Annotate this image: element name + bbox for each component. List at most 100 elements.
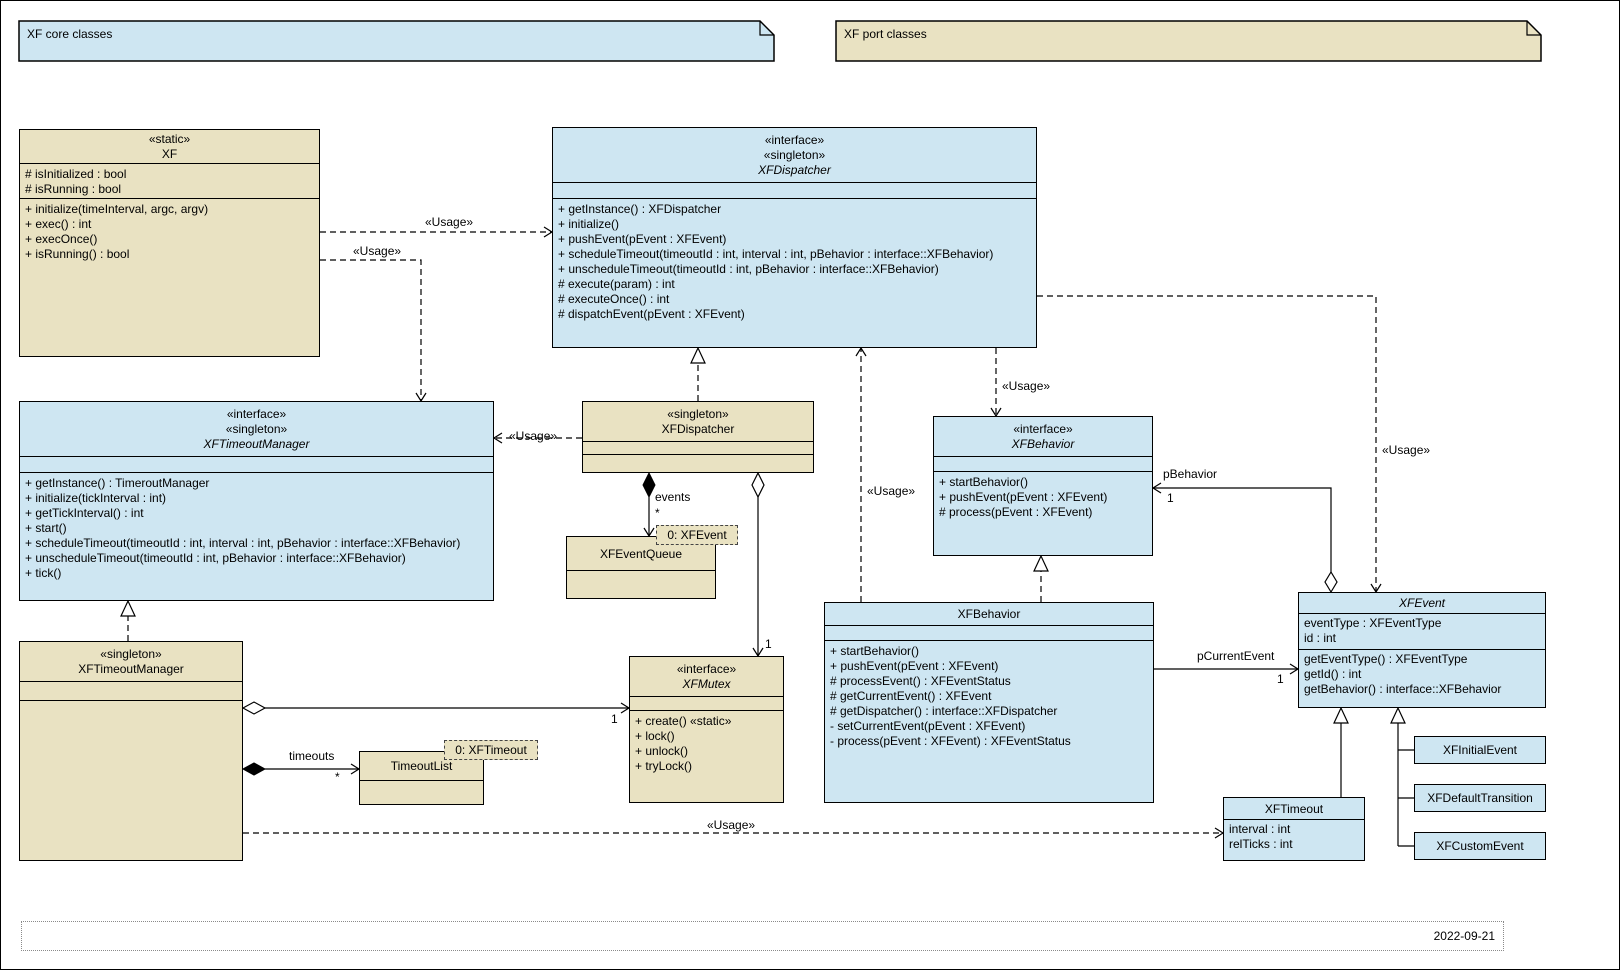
class-xfevent: XFEvent eventType : XFEventType id : int…	[1298, 592, 1546, 708]
class-name: XFEvent	[1398, 596, 1446, 610]
method: + initialize()	[558, 217, 620, 231]
method: + getInstance() : XFDispatcher	[558, 202, 722, 216]
method: + scheduleTimeout(timeoutId : int, inter…	[25, 536, 461, 550]
class-xfdispatcher-singleton: «singleton» XFDispatcher	[582, 401, 814, 473]
method: + isRunning() : bool	[25, 247, 130, 261]
stereotype: «interface»	[226, 406, 287, 421]
usage-label: «Usage»	[1002, 379, 1051, 393]
class-xfdefaulttransition: XFDefaultTransition	[1414, 784, 1546, 812]
method: + getInstance() : TimeroutManager	[25, 476, 210, 490]
multiplicity-label: 1	[1277, 672, 1284, 686]
method: + unlock()	[635, 744, 689, 758]
class-xftimeoutmanager-interface: «interface» «singleton» XFTimeoutManager…	[19, 401, 494, 601]
triangle-arrowheads	[120, 346, 1406, 724]
attribute: id : int	[1304, 631, 1337, 645]
class-xfdispatcher-interface: «interface» «singleton» XFDispatcher + g…	[552, 127, 1037, 348]
usage-label: «Usage»	[867, 484, 916, 498]
method: # execute(param) : int	[558, 277, 675, 291]
usage-label: «Usage»	[425, 215, 474, 229]
multiplicity-label: 1	[611, 712, 618, 726]
usage-label: «Usage»	[707, 818, 756, 832]
class-xfbehavior-interface: «interface» XFBehavior + startBehavior()…	[933, 416, 1153, 556]
method: + startBehavior()	[939, 475, 1029, 489]
attribute: interval : int	[1229, 822, 1291, 836]
method: + getTickInterval() : int	[25, 506, 144, 520]
stereotype: «interface»	[764, 132, 825, 147]
class-name: XFBehavior	[957, 607, 1021, 621]
class-timeoutlist: TimeoutList	[359, 751, 484, 805]
object-note-xfevent: 0: XFEvent	[656, 525, 738, 545]
class-xftimeoutmanager-singleton: «singleton» XFTimeoutManager	[19, 641, 243, 861]
method: + tryLock()	[635, 759, 693, 773]
class-name: XFCustomEvent	[1436, 839, 1524, 853]
class-xf-stereotype: «static»	[148, 131, 191, 146]
class-name: XFInitialEvent	[1442, 743, 1518, 757]
class-name: XFEventQueue	[599, 546, 683, 561]
method: getBehavior() : interface::XFBehavior	[1304, 682, 1502, 696]
usage-dependency-lines	[243, 231, 1377, 834]
role-label-pbehavior: pBehavior	[1163, 467, 1218, 481]
method: + pushEvent(pEvent : XFEvent)	[830, 659, 999, 673]
usage-label: «Usage»	[1382, 443, 1431, 457]
usage-label: «Usage»	[353, 244, 402, 258]
stereotype: «interface»	[1013, 421, 1073, 436]
class-xfinitialevent: XFInitialEvent	[1414, 736, 1546, 764]
class-xfbehavior: XFBehavior + startBehavior() + pushEvent…	[824, 602, 1154, 803]
method: # processEvent() : XFEventStatus	[830, 674, 1011, 688]
role-label-pcurrentevent: pCurrentEvent	[1197, 649, 1275, 663]
method: - process(pEvent : XFEvent) : XFEventSta…	[830, 734, 1071, 748]
attribute: relTicks : int	[1229, 837, 1293, 851]
multiplicity-label: *	[655, 506, 660, 520]
stereotype: «singleton»	[100, 646, 162, 661]
method: # getCurrentEvent() : XFEvent	[830, 689, 992, 703]
note-port-shape	[835, 20, 1542, 62]
class-xftimeout: XFTimeout interval : int relTicks : int	[1223, 797, 1365, 861]
class-name: XFMutex	[682, 676, 731, 691]
method: + scheduleTimeout(timeoutId : int, inter…	[558, 247, 994, 261]
role-label-timeouts: timeouts	[289, 749, 335, 763]
aggregation-diamonds	[241, 471, 1338, 776]
class-xf-name: XF	[161, 146, 178, 161]
stereotype: «singleton»	[667, 406, 729, 421]
method: + exec() : int	[25, 217, 92, 231]
class-xfmutex: «interface» XFMutex + create() «static» …	[629, 656, 784, 803]
method: + startBehavior()	[830, 644, 920, 658]
class-name: TimeoutList	[390, 759, 453, 773]
realization-lines	[127, 363, 1042, 641]
method: + tick()	[25, 566, 62, 580]
class-name: XFDispatcher	[758, 162, 831, 177]
method: + pushEvent(pEvent : XFEvent)	[558, 232, 727, 246]
class-name: XFTimeout	[1264, 801, 1324, 816]
stereotype: «singleton»	[763, 147, 826, 162]
class-xfcustomevent: XFCustomEvent	[1414, 832, 1546, 860]
multiplicity-label: 1	[1167, 491, 1174, 505]
class-xf: «static» XF # isInitialized : bool # isR…	[19, 129, 320, 357]
method: + execOnce()	[25, 232, 98, 246]
note-core-shape	[18, 20, 775, 62]
method: # getDispatcher() : interface::XFDispatc…	[830, 704, 1058, 718]
diagram-date: 2022-09-21	[1433, 929, 1495, 943]
method: # dispatchEvent(pEvent : XFEvent)	[558, 307, 745, 321]
stereotype: «interface»	[676, 661, 737, 676]
note-core-text: XF core classes	[27, 27, 113, 41]
attribute: eventType : XFEventType	[1304, 616, 1442, 630]
object-note-xftimeout: 0: XFTimeout	[444, 740, 538, 760]
method: + start()	[25, 521, 67, 535]
multiplicity-label: 1	[765, 637, 772, 651]
method: + pushEvent(pEvent : XFEvent)	[939, 490, 1108, 504]
date-bar: 2022-09-21	[21, 921, 1504, 951]
method: + initialize(timeInterval, argc, argv)	[25, 202, 209, 216]
method: + initialize(tickInterval : int)	[25, 491, 167, 505]
method: - setCurrentEvent(pEvent : XFEvent)	[830, 719, 1026, 733]
multiplicity-label: *	[335, 770, 340, 784]
class-xfeventqueue: XFEventQueue	[566, 536, 716, 599]
method: + unscheduleTimeout(timeoutId : int, pBe…	[558, 262, 939, 276]
note-port-text: XF port classes	[844, 27, 927, 41]
method: # process(pEvent : XFEvent)	[939, 505, 1093, 519]
class-name: XFTimeoutManager	[203, 436, 310, 451]
method: + unscheduleTimeout(timeoutId : int, pBe…	[25, 551, 406, 565]
method: getEventType() : XFEventType	[1304, 652, 1468, 666]
role-label-events: events	[655, 490, 691, 504]
